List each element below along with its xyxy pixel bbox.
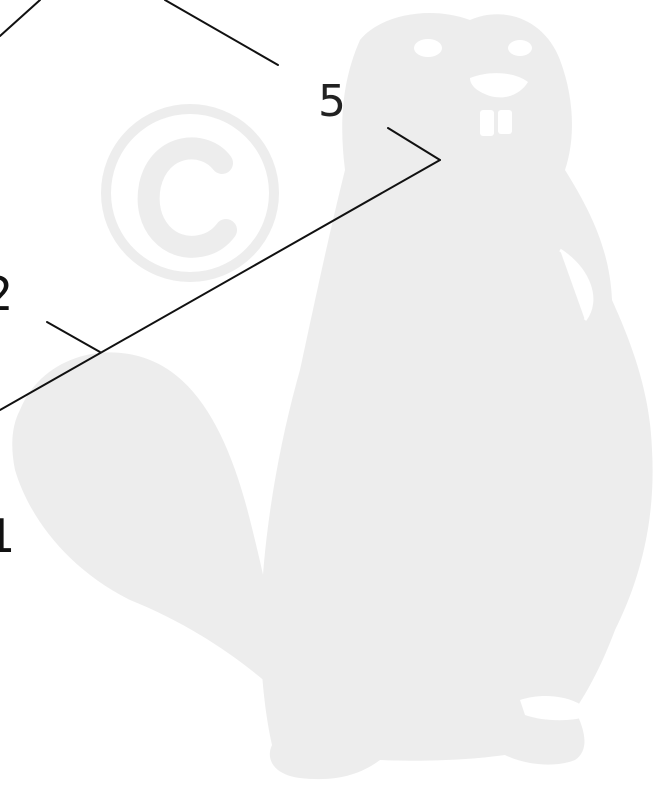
leader-line-2 (46, 321, 101, 353)
bracket-arm-5 (387, 127, 441, 161)
edge-long-diagonal (0, 159, 441, 411)
copyright-watermark-icon (101, 104, 279, 282)
edge-top-left (0, 0, 41, 37)
part-label-1: 1 (0, 509, 15, 563)
edge-top-right (164, 0, 279, 66)
diagram-lines (0, 0, 441, 411)
beaver-watermark-icon (12, 12, 653, 780)
part-label-2: 2 (0, 267, 13, 321)
part-label-5: 5 (318, 76, 346, 127)
